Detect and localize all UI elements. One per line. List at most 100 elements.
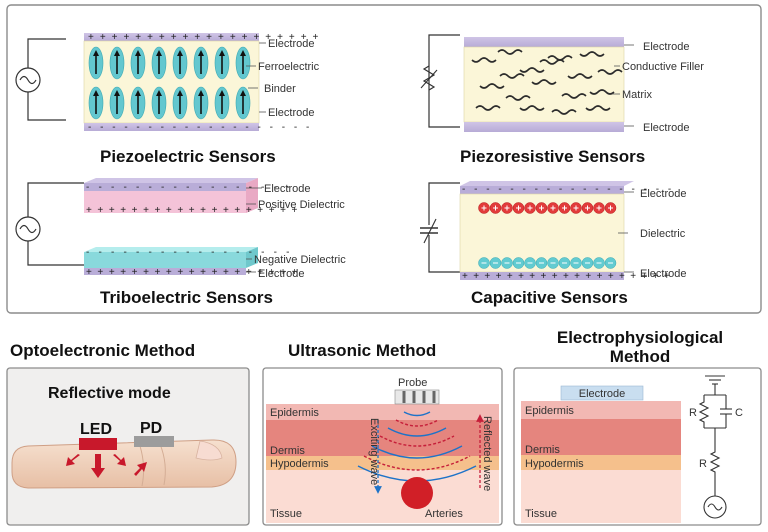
ultrasonic-title: Ultrasonic Method xyxy=(288,341,436,360)
electrode-bottom-plate xyxy=(84,123,259,131)
ep-dermis-label: Dermis xyxy=(525,444,560,456)
filler-fiber xyxy=(519,67,545,73)
us-tissue-label: Tissue xyxy=(270,508,302,520)
svg-text:+ + + + + + + + + + + + + + +: + + + + + + + + + + + + + + + + + + + xyxy=(86,205,299,216)
negative-charge xyxy=(604,257,617,269)
filler-fiber xyxy=(479,83,505,89)
filler-fiber xyxy=(519,105,545,111)
negative-dielectric-layer xyxy=(84,252,246,268)
variable-resistor-icon xyxy=(422,65,436,91)
filler-fiber xyxy=(497,49,523,55)
piezo-ferroelectric-label: Ferroelectric xyxy=(258,61,320,73)
dipole xyxy=(151,46,167,80)
exciting-wave-label: Exciting wave xyxy=(368,418,380,485)
filler-fiber xyxy=(589,89,615,95)
photodiode-block xyxy=(134,436,174,447)
positive-charge xyxy=(535,202,548,214)
ep-tissue-label: Tissue xyxy=(525,508,557,520)
probe-icon xyxy=(394,389,440,405)
ep-hypodermis-label: Hypodermis xyxy=(525,458,584,470)
triboelectric-sensor: - - - - - - - - - - - - - - - - - + + + … xyxy=(15,178,346,307)
conductive-filler-label: Conductive Filler xyxy=(622,61,704,73)
filler-fiber xyxy=(539,59,565,65)
positive-charge xyxy=(570,202,582,214)
filler-fiber xyxy=(597,69,623,75)
tribo-electrode-top-label: Electrode xyxy=(264,183,310,195)
positive-charge xyxy=(512,202,525,214)
led-block xyxy=(79,438,117,450)
dipole xyxy=(151,86,167,120)
piezoresistive-title: Piezoresistive Sensors xyxy=(460,147,645,166)
positive-dielectric-label: Positive Dielectric xyxy=(258,199,345,211)
resistor-label-2: R xyxy=(699,458,707,470)
ep-electrode-label: Electrode xyxy=(579,388,625,400)
us-dermis-label: Dermis xyxy=(270,445,305,457)
dipole xyxy=(172,46,188,80)
filler-fiber xyxy=(551,109,577,115)
led-label: LED xyxy=(80,421,112,438)
conductive-filler-fibers xyxy=(471,49,623,115)
capacitive-electrode-top-label: Electrode xyxy=(640,188,686,200)
positive-charge xyxy=(593,202,605,214)
dipole xyxy=(193,86,209,120)
svg-text:+ + + + + + + + + + + + + + +: + + + + + + + + + + + + + + + + + + + xyxy=(462,271,671,282)
svg-text:- - - - - - - - - - - - - - -: - - - - - - - - - - - - - - - - - xyxy=(86,247,293,258)
matrix-label: Matrix xyxy=(622,89,652,101)
capacitive-electrode-top xyxy=(460,186,624,194)
capacitive-sensor: - - - - - - - - - - - - - - - - - - + + … xyxy=(420,181,686,307)
dipole xyxy=(88,86,104,120)
dipole xyxy=(130,86,146,120)
dielectric-label: Dielectric xyxy=(640,228,686,240)
negative-charge xyxy=(581,257,594,269)
pd-label: PD xyxy=(140,420,162,437)
filler-fiber xyxy=(499,73,525,79)
dipole xyxy=(235,86,251,120)
negative-charge xyxy=(489,257,502,269)
electrode-pad xyxy=(560,385,644,401)
positive-charge xyxy=(547,202,559,214)
capacitive-electrode-bottom-label: Electrode xyxy=(640,268,686,280)
positive-charge xyxy=(478,202,490,214)
negative-charge xyxy=(524,257,536,269)
negative-charge xyxy=(512,257,525,269)
negative-charge xyxy=(478,257,490,269)
reflected-wave-label: Reflected wave xyxy=(481,416,493,491)
piezoresistive-sensor: Electrode Conductive Filler Matrix Elect… xyxy=(420,34,704,166)
filler-fiber xyxy=(531,79,557,85)
tribo-electrode-bottom xyxy=(84,268,246,275)
tribo-electrode-top xyxy=(84,183,246,191)
piezoresistive-electrode-bottom xyxy=(464,122,624,132)
us-epidermis-label: Epidermis xyxy=(270,407,319,419)
capacitor-label: C xyxy=(735,407,743,419)
filler-fiber xyxy=(561,93,587,99)
negative-charge xyxy=(547,257,559,269)
piezo-electrode-top-label: Electrode xyxy=(268,38,314,50)
positive-charge xyxy=(501,202,513,214)
artery-icon xyxy=(401,477,433,509)
filler-fiber xyxy=(475,105,501,111)
dipole xyxy=(235,46,251,80)
svg-text:+ + + + + + + + + + + + + + +: + + + + + + + + + + + + + + + + + + + xyxy=(86,267,299,278)
optoelectronic-method: Optoelectronic Method Reflective mode LE… xyxy=(6,341,250,526)
svg-text:+ + + + + + + + + + + + + + +: + + + + + + + + + + + + + + + + + + + + xyxy=(88,32,320,43)
svg-text:- - - - - - - - - - - - - - -: - - - - - - - - - - - - - - - - - - xyxy=(462,184,674,195)
positive-charge xyxy=(524,202,536,214)
filler-fiber xyxy=(471,57,497,63)
dipole xyxy=(109,86,125,120)
electrophysiological-method: Electrophysiological Method Electrode Ep… xyxy=(513,328,762,526)
negative-charge xyxy=(570,257,582,269)
electrophysiological-title-line2: Method xyxy=(610,347,670,366)
binder-layer xyxy=(83,40,260,124)
dipole xyxy=(130,46,146,80)
ferroelectric-dipoles xyxy=(88,46,251,120)
piezoresistive-electrode-bottom-label: Electrode xyxy=(643,122,689,134)
reflective-mode-label: Reflective mode xyxy=(48,385,171,402)
piezoresistive-electrode-top-label: Electrode xyxy=(643,41,689,53)
tribo-electrode-bottom-label: Electrode xyxy=(258,268,304,280)
dipole xyxy=(214,46,230,80)
negative-charge xyxy=(535,257,548,269)
negative-dielectric-label: Negative Dielectric xyxy=(254,254,346,266)
probe-label: Probe xyxy=(398,377,427,389)
positive-charge xyxy=(558,202,571,214)
ultrasonic-method: Ultrasonic Method Epidermis Dermis Hypod… xyxy=(262,341,503,526)
